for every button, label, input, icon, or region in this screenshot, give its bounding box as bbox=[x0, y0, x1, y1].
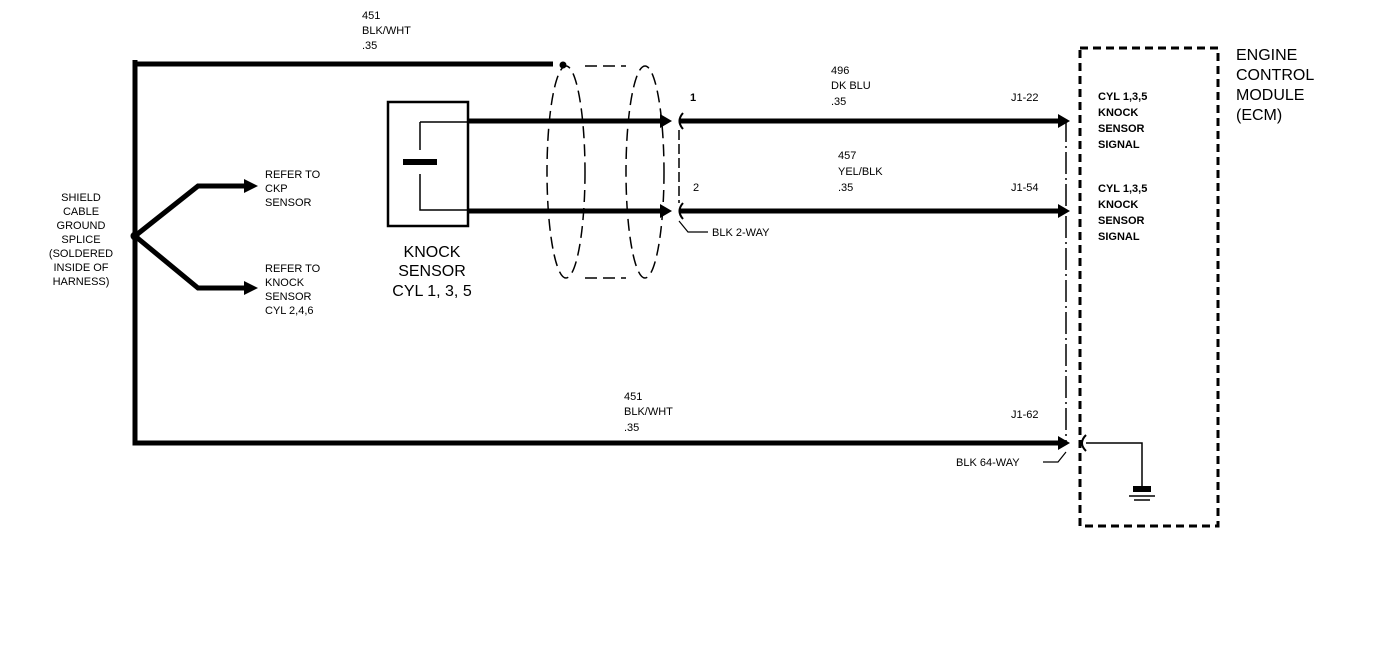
svg-text:(SOLDERED: (SOLDERED bbox=[49, 248, 113, 260]
cable-shield-ellipses bbox=[546, 65, 665, 279]
splice-label: SHIELD CABLE GROUND SPLICE (SOLDERED INS… bbox=[49, 192, 113, 288]
svg-text:SIGNAL: SIGNAL bbox=[1098, 231, 1140, 243]
svg-text:INSIDE OF: INSIDE OF bbox=[53, 262, 108, 274]
ecm-ground-symbol bbox=[1086, 442, 1155, 501]
svg-text:CKP: CKP bbox=[265, 183, 288, 195]
shield-bottom-wire-label: 451 BLK/WHT .35 bbox=[624, 391, 673, 434]
knock-sensor bbox=[386, 100, 470, 228]
svg-text:ENGINE: ENGINE bbox=[1236, 47, 1297, 64]
svg-text:DK BLU: DK BLU bbox=[831, 80, 871, 92]
shield-wire bbox=[132, 60, 1066, 446]
svg-text:CABLE: CABLE bbox=[63, 206, 99, 218]
svg-text:BLK/WHT: BLK/WHT bbox=[624, 406, 673, 418]
svg-text:CYL 1, 3, 5: CYL 1, 3, 5 bbox=[392, 283, 472, 300]
svg-text:SENSOR: SENSOR bbox=[265, 197, 312, 209]
terminal-2-label: 2 bbox=[693, 182, 699, 194]
signal-wire-1-label: 496 DK BLU .35 bbox=[831, 65, 871, 108]
ecm-pin2-description: CYL 1,3,5 KNOCK SENSOR SIGNAL bbox=[1098, 183, 1147, 243]
svg-text:KNOCK: KNOCK bbox=[1098, 107, 1138, 119]
ecm-module-box bbox=[1078, 46, 1220, 528]
svg-text:BLK/WHT: BLK/WHT bbox=[362, 25, 411, 37]
svg-text:.35: .35 bbox=[624, 422, 639, 434]
ref-knock-sensor-label: REFER TO KNOCK SENSOR CYL 2,4,6 bbox=[265, 263, 321, 317]
ecm-connector-label: BLK 64-WAY bbox=[956, 451, 1067, 469]
svg-text:KNOCK: KNOCK bbox=[1098, 199, 1138, 211]
shield-ecm-terminal bbox=[1058, 434, 1087, 452]
svg-text:YEL/BLK: YEL/BLK bbox=[838, 166, 883, 178]
svg-text:SHIELD: SHIELD bbox=[61, 192, 101, 204]
svg-text:CYL 1,3,5: CYL 1,3,5 bbox=[1098, 91, 1147, 103]
svg-text:SENSOR: SENSOR bbox=[398, 263, 466, 280]
ecm-pin1-description: CYL 1,3,5 KNOCK SENSOR SIGNAL bbox=[1098, 91, 1147, 151]
svg-text:SENSOR: SENSOR bbox=[1098, 123, 1145, 135]
svg-text:SIGNAL: SIGNAL bbox=[1098, 139, 1140, 151]
signal-wire-2 bbox=[468, 202, 1070, 220]
ecm-title: ENGINE CONTROL MODULE (ECM) bbox=[1236, 47, 1314, 124]
svg-text:CONTROL: CONTROL bbox=[1236, 67, 1314, 84]
ecm-pin3-label: J1-62 bbox=[1011, 409, 1039, 421]
svg-text:(ECM): (ECM) bbox=[1236, 107, 1282, 124]
svg-text:SENSOR: SENSOR bbox=[265, 291, 312, 303]
svg-text:.35: .35 bbox=[831, 96, 846, 108]
ref-ckp-sensor-label: REFER TO CKP SENSOR bbox=[265, 169, 321, 209]
svg-text:KNOCK: KNOCK bbox=[265, 277, 305, 289]
svg-text:451: 451 bbox=[624, 391, 642, 403]
svg-text:HARNESS): HARNESS) bbox=[53, 276, 110, 288]
svg-text:KNOCK: KNOCK bbox=[404, 244, 461, 261]
svg-text:496: 496 bbox=[831, 65, 849, 77]
svg-text:SPLICE: SPLICE bbox=[61, 234, 100, 246]
ecm-pin2-label: J1-54 bbox=[1011, 182, 1039, 194]
terminal-1-label: 1 bbox=[690, 92, 696, 104]
svg-text:SENSOR: SENSOR bbox=[1098, 215, 1145, 227]
knock-sensor-label: KNOCK SENSOR CYL 1, 3, 5 bbox=[392, 244, 472, 300]
signal-wire-1 bbox=[468, 112, 1070, 130]
svg-text:GROUND: GROUND bbox=[57, 220, 106, 232]
svg-text:CYL 2,4,6: CYL 2,4,6 bbox=[265, 305, 314, 317]
ecm-pin1-label: J1-22 bbox=[1011, 92, 1039, 104]
svg-text:MODULE: MODULE bbox=[1236, 87, 1304, 104]
svg-text:.35: .35 bbox=[838, 182, 853, 194]
svg-text:BLK 64-WAY: BLK 64-WAY bbox=[956, 457, 1020, 469]
shield-top-wire-label: 451 BLK/WHT .35 bbox=[362, 10, 411, 52]
svg-text:CYL 1,3,5: CYL 1,3,5 bbox=[1098, 183, 1147, 195]
svg-text:BLK 2-WAY: BLK 2-WAY bbox=[712, 227, 770, 239]
signal-wire-2-label: 457 YEL/BLK .35 bbox=[838, 150, 883, 194]
svg-text:REFER TO: REFER TO bbox=[265, 263, 321, 275]
shield-splice bbox=[130, 179, 258, 295]
svg-text:.35: .35 bbox=[362, 40, 377, 52]
svg-text:451: 451 bbox=[362, 10, 380, 22]
svg-text:REFER TO: REFER TO bbox=[265, 169, 321, 181]
svg-text:457: 457 bbox=[838, 150, 856, 162]
sensor-connector-label: BLK 2-WAY bbox=[678, 220, 770, 239]
